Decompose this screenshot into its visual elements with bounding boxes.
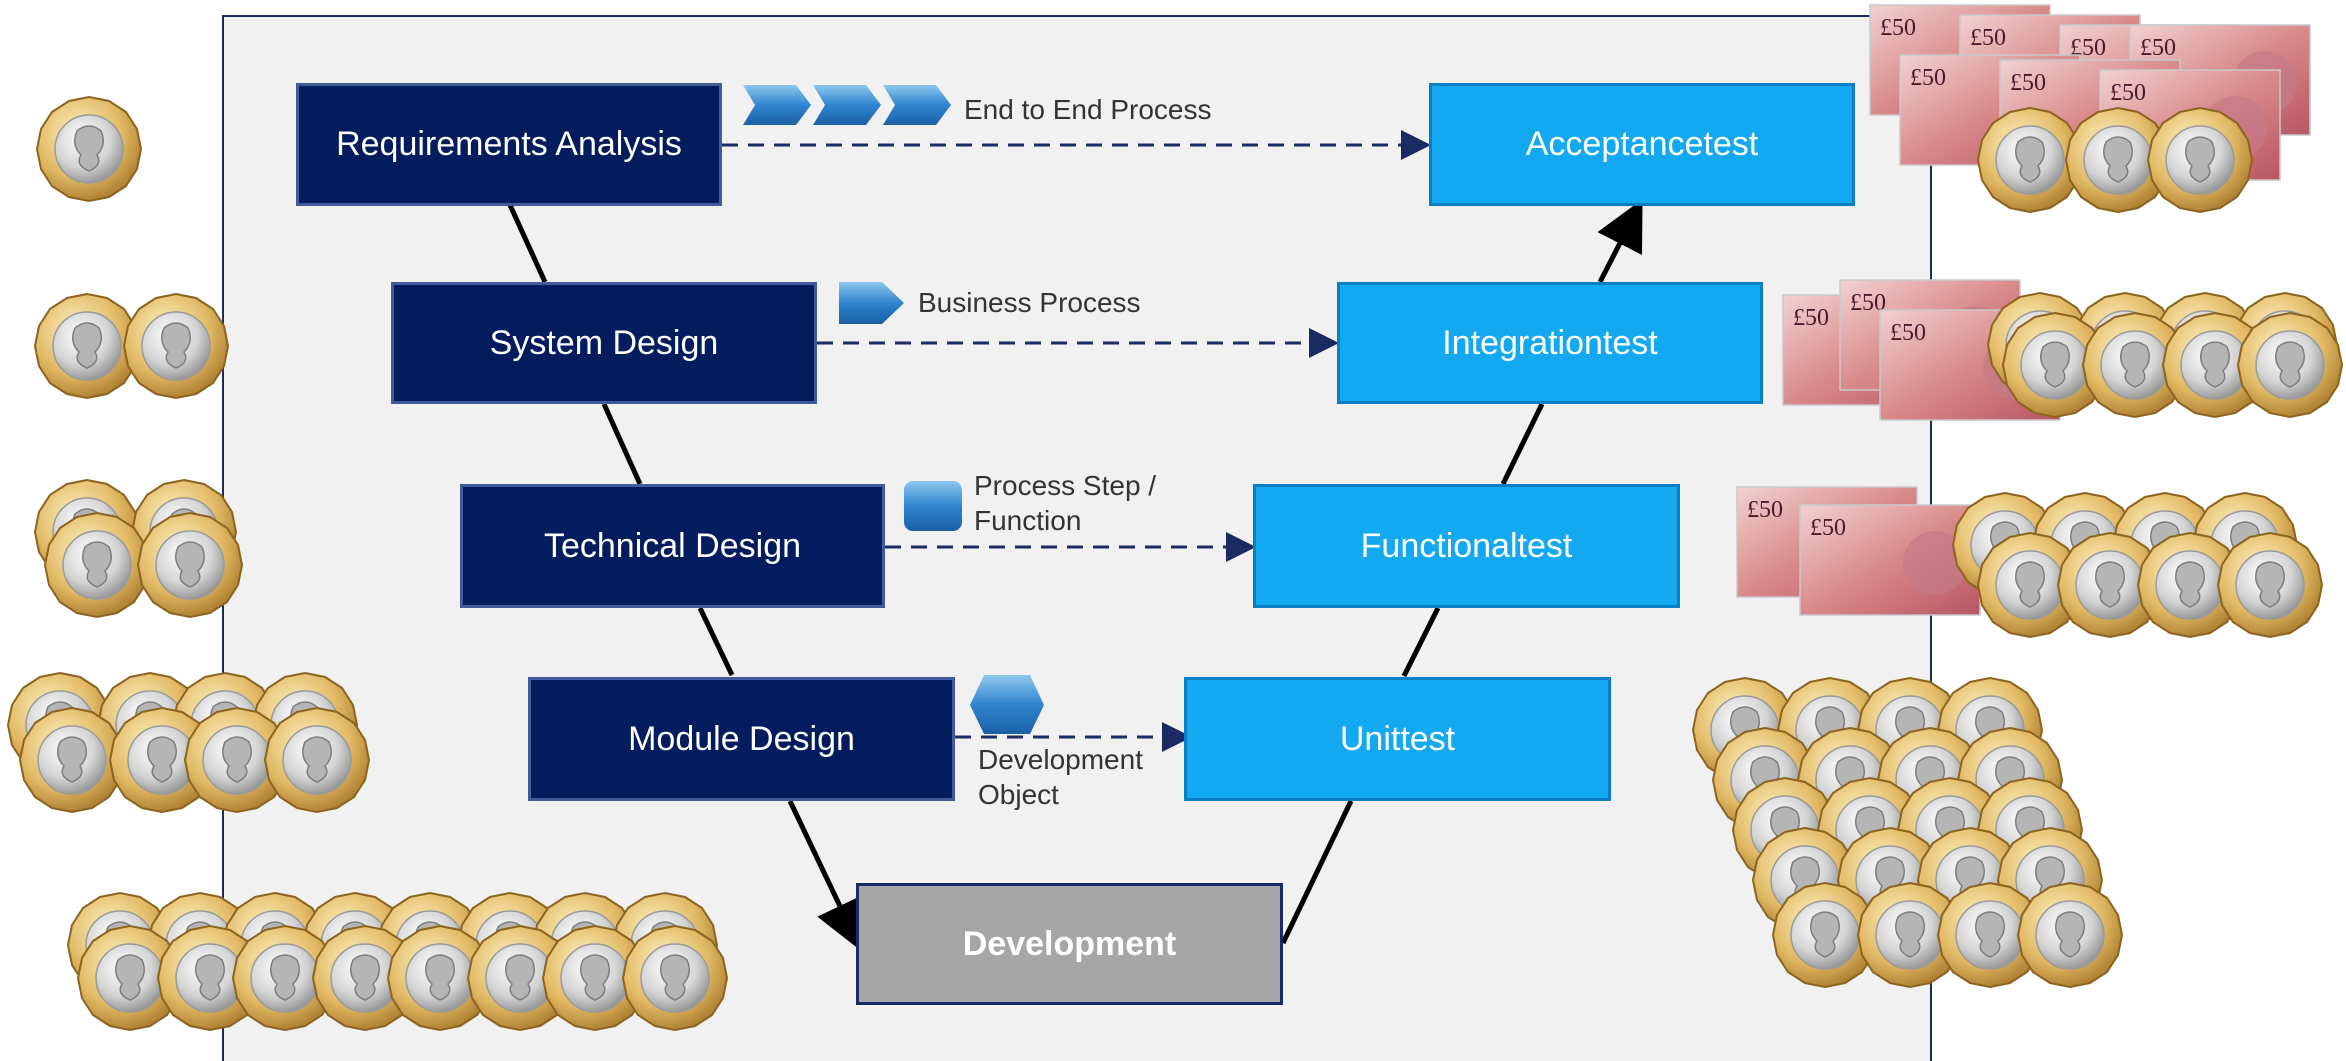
acceptancetest-box: Acceptancetest — [1429, 83, 1855, 206]
requirements-analysis-box: Requirements Analysis — [296, 83, 722, 206]
technical-design-box: Technical Design — [460, 484, 885, 608]
rounded-square-icon — [904, 481, 962, 531]
hexagon-icon — [970, 675, 1044, 734]
v-connector-line — [601, 402, 643, 486]
development-object-label: Development Object — [978, 744, 1143, 810]
integrationtest-box: Integrationtest — [1337, 282, 1763, 404]
pound-coin-icon — [1692, 677, 2123, 988]
v-connector-line — [1401, 606, 1441, 678]
pound-coin-icon — [34, 479, 243, 618]
box-label: Technical Design — [543, 526, 802, 565]
development-box: Development — [856, 883, 1283, 1005]
business-process-label: Business Process — [918, 287, 1141, 318]
v-connector-line — [1500, 402, 1545, 486]
pound-coin-icon — [1952, 492, 2323, 638]
v-connector-line — [697, 606, 735, 677]
box-label: Integrationtest — [1442, 323, 1658, 362]
v-connector-line — [1280, 799, 1354, 945]
pound-coin-icon — [1977, 107, 2253, 213]
box-label: Module Design — [628, 719, 855, 758]
box-label: System Design — [489, 323, 719, 362]
box-label: Functionaltest — [1360, 526, 1573, 565]
v-connector-arrow — [1597, 199, 1643, 284]
box-label: Acceptancetest — [1525, 125, 1759, 163]
chevron-shape-icon — [743, 85, 811, 125]
end-to-end-process-label: End to End Process — [964, 94, 1212, 125]
pound-coin-icon — [1987, 292, 2343, 418]
banknote-icon — [1736, 486, 1981, 616]
module-design-box: Module Design — [528, 677, 955, 801]
pound-coin-icon — [36, 96, 142, 202]
pound-coin-icon — [7, 672, 370, 813]
chevron-shape-icon — [813, 85, 881, 125]
v-connector-arrow — [787, 799, 863, 952]
process-step-label: Process Step / Function — [974, 470, 1157, 536]
unittest-box: Unittest — [1184, 677, 1611, 801]
box-label: Development — [962, 924, 1177, 963]
system-design-box: System Design — [391, 282, 817, 404]
box-label: Requirements Analysis — [336, 125, 682, 163]
pound-coin-icon — [34, 293, 229, 399]
v-connector-line — [507, 203, 548, 284]
box-label: Unittest — [1339, 719, 1456, 758]
functionaltest-box: Functionaltest — [1253, 484, 1680, 608]
chevron-shape-icon — [883, 85, 951, 125]
pentagon-shape-icon — [839, 282, 904, 324]
pound-coin-icon — [67, 892, 728, 1031]
